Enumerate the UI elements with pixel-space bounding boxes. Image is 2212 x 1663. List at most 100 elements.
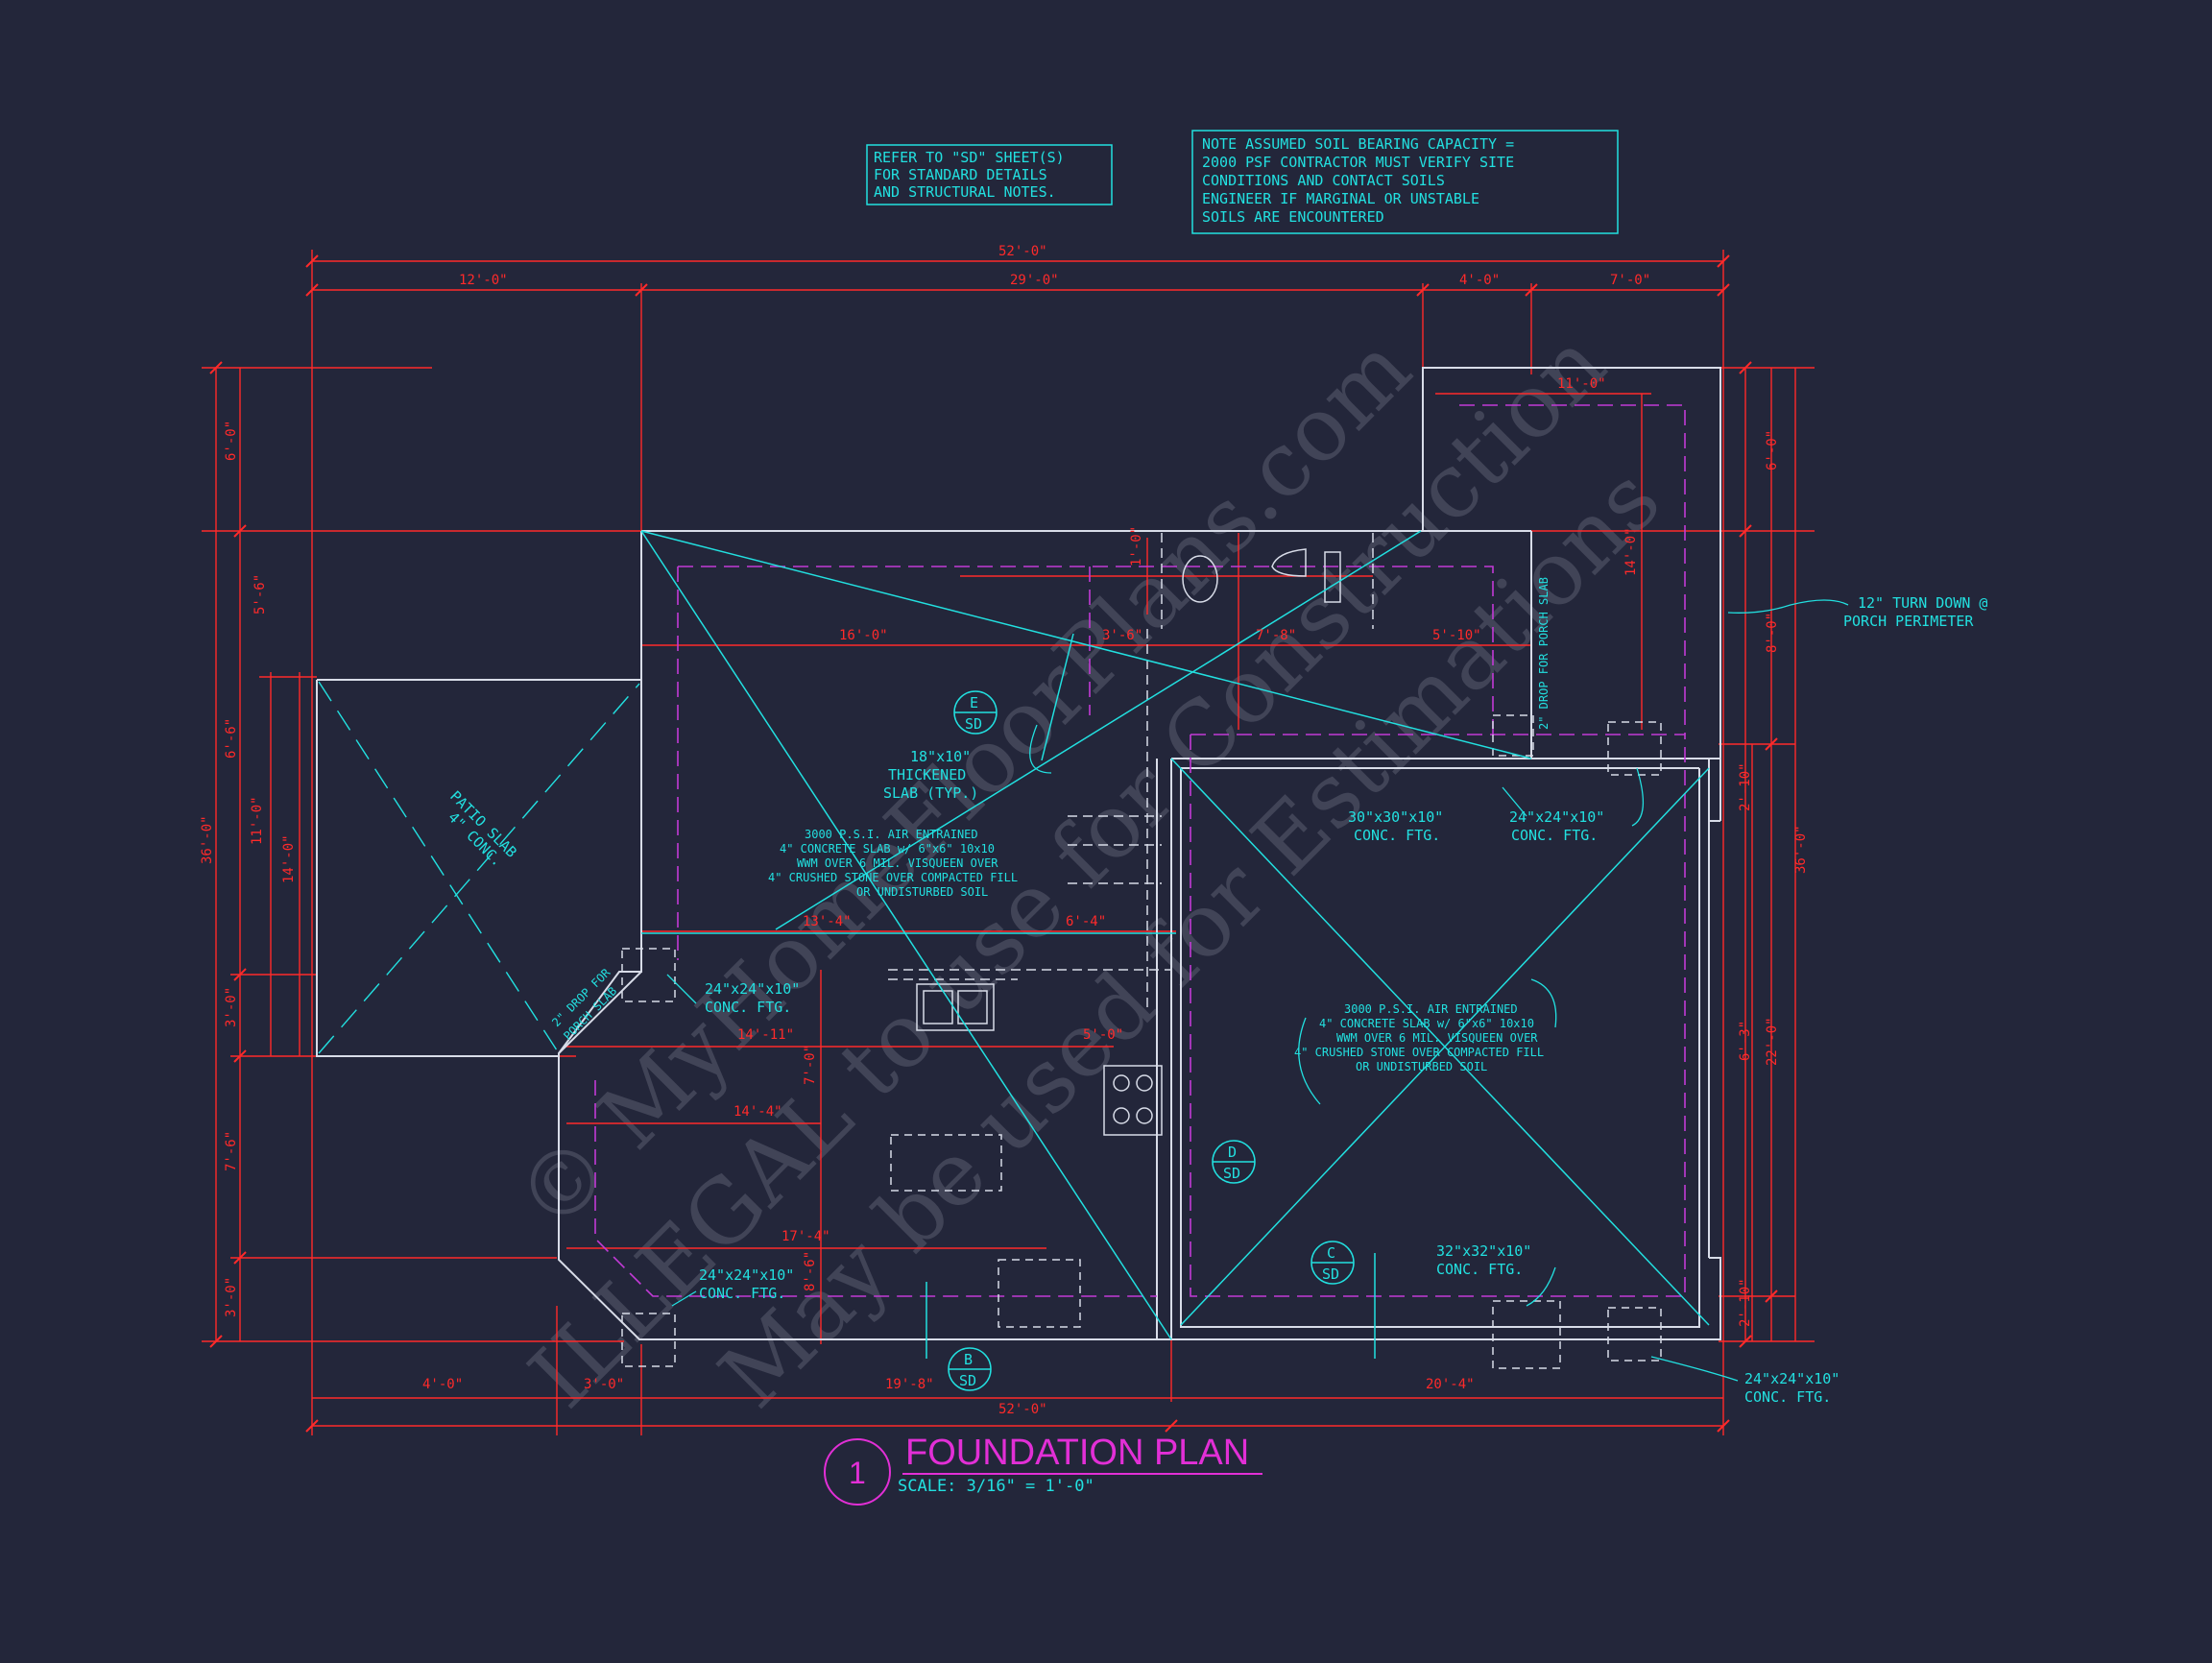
soil-note-line-4: ENGINEER IF MARGINAL OR UNSTABLE [1202,190,1479,207]
refer-note-line-2: FOR STANDARD DETAILS [874,166,1047,183]
dim-int-14-4: 14'-4" [733,1104,782,1120]
sink [916,983,995,1031]
plan-title: FOUNDATION PLAN [905,1433,1249,1473]
dimension-ticks [209,254,1778,1433]
dim-right-2-10b: 2'-10" [1738,1278,1753,1327]
slab-right-line-1: 3000 P.S.I. AIR ENTRAINED [1344,1002,1518,1016]
soil-note-line-5: SOILS ARE ENCOUNTERED [1202,208,1384,226]
plan-scale: SCALE: 3/16" = 1'-0" [898,1477,1094,1496]
turn-down-line-2: PORCH PERIMETER [1843,613,1974,630]
ftg-24b-line-2: CONC. FTG. [705,999,791,1016]
dim-right-2-10a: 2'-10" [1738,762,1753,811]
dim-left-overall: 36'-0" [200,815,215,864]
title-number: 1 [849,1456,866,1490]
section-c-sheet: SD [1322,1265,1339,1283]
dim-int-14-11: 14'-11" [737,1027,794,1043]
section-marker-d: D SD [1212,1140,1256,1184]
dim-left-3b: 3'-0" [224,1277,239,1317]
dim-int-5-0: 5'-0" [1083,1027,1123,1043]
section-marker-e: E SD [953,690,998,735]
dim-int-8: 8'-6" [803,1251,818,1291]
dim-int-7-0: 7'-0" [803,1045,818,1085]
section-d-letter: D [1228,1144,1237,1161]
dim-int-7-8: 7'-8" [1256,628,1296,643]
dim-left-11: 11'-0" [250,796,265,845]
soil-note-line-2: 2000 PSF CONTRACTOR MUST VERIFY SITE [1202,154,1514,171]
slab-right-line-3: WWM OVER 6 MIL. VISQUEEN OVER [1336,1031,1538,1045]
ftg-24d-line-2: CONC. FTG. [1744,1388,1831,1406]
title-block: 1 FOUNDATION PLAN SCALE: 3/16" = 1'-0" [824,1433,1262,1506]
slab-right-line-2: 4" CONCRETE SLAB w/ 6"x6" 10x10 [1319,1017,1534,1030]
section-e-sheet: SD [965,715,982,733]
slab-diagonals [640,530,1710,1359]
dim-right-6-3: 6'-3" [1738,1021,1753,1061]
dim-top-12: 12'-0" [459,273,508,288]
dim-left-14: 14'-0" [281,834,297,883]
section-markers: E SD D SD C SD B SD [948,690,1355,1391]
slab-right-line-4: 4" CRUSHED STONE OVER COMPACTED FILL [1294,1046,1544,1059]
dim-bottom-4: 4'-0" [422,1377,463,1392]
patio-diagonals [318,681,640,1054]
refer-note: REFER TO "SD" SHEET(S) FOR STANDARD DETA… [866,144,1113,205]
dim-top-29: 29'-0" [1010,273,1059,288]
lavatory [1182,555,1218,603]
dim-bottom-19-8: 19'-8" [885,1377,934,1392]
ftg-24a-line-2: CONC. FTG. [1511,827,1598,844]
slab-left-line-5: OR UNDISTURBED SOIL [856,885,988,899]
section-e-letter: E [970,694,978,711]
refer-note-line-1: REFER TO "SD" SHEET(S) [874,149,1065,166]
leader-lines [666,599,1849,1382]
ftg-24b-line-1: 24"x24"x10" [705,980,800,998]
turn-down-line-1: 12" TURN DOWN @ [1858,594,1987,612]
dim-left-6-6: 6'-6" [224,718,239,759]
slab-left-line-2: 4" CONCRETE SLAB w/ 6"x6" 10x10 [780,842,995,856]
dim-right-6: 6'-0" [1765,430,1780,470]
dimension-texts: 52'-0" 12'-0" 29'-0" 4'-0" 7'-0" 11'-0" … [200,244,1809,1417]
dim-bottom-3: 3'-0" [584,1377,624,1392]
dim-porch-11: 11'-0" [1557,376,1606,392]
slab-left-line-3: WWM OVER 6 MIL. VISQUEEN OVER [797,856,998,870]
dim-int-14: 14'-0" [1623,527,1639,576]
dim-left-6: 6'-0" [224,421,239,461]
thickened-line-1: 18"x10" [910,748,971,765]
ftg-30-line-1: 30"x30"x10" [1348,808,1443,826]
section-marker-c: C SD [1310,1241,1355,1285]
section-b-letter: B [964,1351,973,1368]
soil-note-line-3: CONDITIONS AND CONTACT SOILS [1202,172,1445,189]
section-d-sheet: SD [1223,1165,1240,1182]
ftg-24a-line-1: 24"x24"x10" [1509,808,1604,826]
thickened-line-3: SLAB (TYP.) [883,784,978,802]
dim-overall-top: 52'-0" [998,244,1047,259]
dim-int-3-6: 3'-6" [1102,628,1142,643]
hidden-footing-lines [594,404,1686,1297]
section-b-sheet: SD [959,1372,976,1389]
ftg-24d-line-1: 24"x24"x10" [1744,1370,1839,1387]
ftg-32-line-1: 32"x32"x10" [1436,1242,1531,1260]
slab-right-line-5: OR UNDISTURBED SOIL [1356,1060,1487,1073]
dim-int-16: 16'-0" [839,628,888,643]
thickened-line-2: THICKENED [888,766,966,783]
ftg-24c-line-1: 24"x24"x10" [699,1266,794,1284]
refer-note-line-3: AND STRUCTURAL NOTES. [874,183,1056,201]
section-marker-b: B SD [948,1347,992,1391]
dim-int-5-10: 5'-10" [1432,628,1481,643]
soil-note-line-1: NOTE ASSUMED SOIL BEARING CAPACITY = [1202,135,1514,153]
dim-overall-bottom: 52'-0" [998,1402,1047,1417]
drop-porch-label: 2" DROP FOR PORCH SLAB [1537,577,1551,730]
dim-int-13-4: 13'-4" [803,914,852,929]
dim-left-7-6: 7'-6" [224,1131,239,1171]
dim-right-8: 8'-0" [1765,613,1780,653]
dim-left-5-6: 5'-6" [252,574,268,615]
ftg-32-line-2: CONC. FTG. [1436,1261,1523,1278]
toilet [1271,548,1307,577]
dim-right-22: 22'-0" [1765,1017,1780,1066]
dim-top-7: 7'-0" [1610,273,1650,288]
dim-bottom-20-4: 20'-4" [1426,1377,1475,1392]
dim-int-6-4: 6'-4" [1066,914,1106,929]
slab-left-line-1: 3000 P.S.I. AIR ENTRAINED [805,828,978,841]
slab-left-line-4: 4" CRUSHED STONE OVER COMPACTED FILL [768,871,1018,884]
dim-int-1: 1'-0" [1129,526,1144,566]
soil-note: NOTE ASSUMED SOIL BEARING CAPACITY = 200… [1191,130,1619,234]
